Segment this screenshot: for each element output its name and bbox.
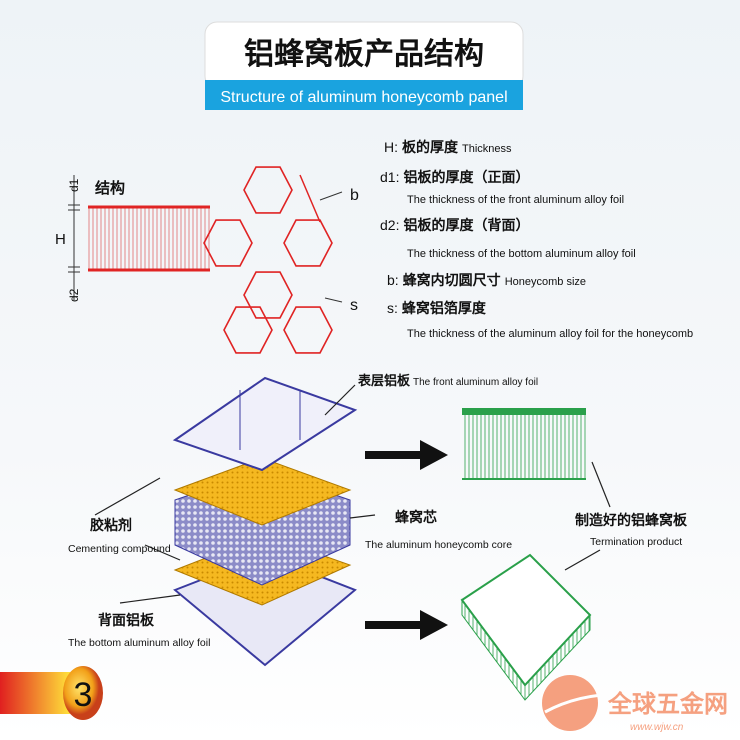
arrow-icon — [365, 440, 448, 640]
page-number-badge: 3 — [0, 666, 103, 720]
watermark-name: 全球五金网 — [607, 690, 728, 718]
glue-label-en: Cementing compound — [68, 543, 171, 555]
product-cross-section — [462, 408, 586, 480]
svg-text:d1:铝板的厚度（正面）: d1:铝板的厚度（正面） — [380, 169, 529, 185]
cross-section: 结构 d1 H d2 — [55, 175, 210, 302]
title-cn: 铝蜂窝板产品结构 — [244, 37, 484, 71]
H-label: H — [55, 231, 66, 248]
hexagon-cell — [243, 271, 293, 319]
hexagon-cell — [223, 306, 273, 354]
watermark-url: www.wjw.cn — [630, 722, 684, 733]
bottom-label-cn: 背面铝板 — [98, 612, 155, 628]
svg-text:The thickness of the front alu: The thickness of the front aluminum allo… — [407, 194, 624, 206]
bottom-label-en: The bottom aluminum alloy foil — [68, 637, 210, 649]
structure-label: 结构 — [95, 179, 125, 197]
svg-text:s:蜂窝铝箔厚度: s:蜂窝铝箔厚度 — [387, 300, 487, 316]
d2-label: d2 — [67, 288, 81, 302]
glue-label-cn: 胶粘剂 — [90, 517, 132, 533]
exploded-layers — [172, 376, 358, 667]
core-label-en: The aluminum honeycomb core — [365, 539, 512, 551]
core-label-cn: 蜂窝芯 — [395, 509, 437, 525]
product-3d — [460, 553, 592, 701]
hexagon-cell — [243, 166, 293, 214]
product-label-en: Termination product — [590, 536, 682, 548]
hexagon-cell — [203, 219, 253, 267]
s-label: s — [350, 297, 358, 314]
product-label-cn: 制造好的铝蜂窝板 — [575, 512, 688, 528]
honeycomb-cells — [203, 166, 333, 354]
pointer-lines — [94, 384, 611, 604]
hexagon-cell — [283, 306, 333, 354]
svg-text:The thickness of the aluminum: The thickness of the aluminum alloy foil… — [407, 328, 693, 340]
title-en: Structure of aluminum honeycomb panel — [220, 89, 507, 106]
svg-text:The thickness of the bottom al: The thickness of the bottom aluminum all… — [407, 248, 636, 260]
d1-label: d1 — [67, 178, 81, 192]
hexagon-cell — [283, 219, 333, 267]
page-number: 3 — [74, 676, 93, 714]
svg-text:d2:铝板的厚度（背面）: d2:铝板的厚度（背面） — [380, 217, 529, 233]
title-banner: 铝蜂窝板产品结构 Structure of aluminum honeycomb… — [204, 21, 524, 110]
b-label: b — [350, 187, 359, 204]
watermark-logo: 全球五金网 www.wjw.cn — [542, 675, 728, 733]
